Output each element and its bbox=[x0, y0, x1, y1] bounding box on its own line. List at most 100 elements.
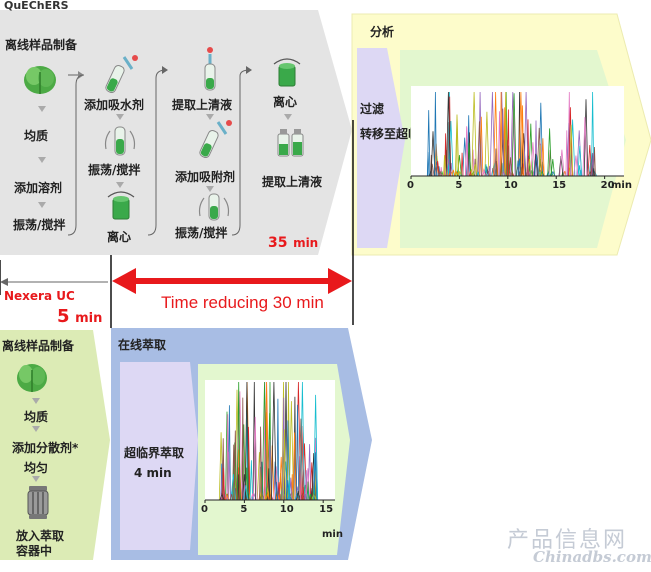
chromatogram-peak bbox=[484, 166, 489, 177]
nexera-span-arrowhead bbox=[0, 278, 8, 286]
chromatogram-peak bbox=[275, 491, 280, 501]
chromatogram-peak bbox=[224, 492, 229, 501]
chromatogram-peak bbox=[565, 130, 569, 177]
chromatogram-peak bbox=[494, 148, 498, 177]
extraction-vessel-icon bbox=[26, 486, 50, 524]
chromatogram-peak bbox=[298, 418, 304, 501]
nexera-title: Nexera UC bbox=[4, 289, 75, 303]
chromatogram-peak bbox=[518, 91, 524, 177]
chromatogram-peak bbox=[242, 474, 247, 501]
chromatogram-peak bbox=[277, 482, 281, 501]
time-reducing-arrowhead-right bbox=[328, 268, 352, 294]
chromatogram-peak bbox=[306, 481, 310, 501]
chart-x-tick-label: 10 bbox=[279, 504, 294, 515]
chromatogram-peak bbox=[244, 381, 249, 501]
chromatogram-peak bbox=[493, 91, 498, 177]
chromatogram-peak bbox=[591, 91, 595, 177]
chromatogram-peak bbox=[295, 404, 300, 501]
chromatogram-peak bbox=[265, 492, 270, 501]
watermark-cn: 产品信息网 bbox=[507, 528, 628, 553]
chromatogram-peak bbox=[226, 451, 231, 501]
centrifuge-icon bbox=[104, 191, 138, 225]
quechers-step-shake-1: 振荡/搅拌 bbox=[13, 218, 66, 232]
sfe-label: 超临界萃取 bbox=[124, 446, 185, 460]
step-arrow bbox=[38, 202, 46, 208]
nexera-step-mix: 均匀 bbox=[24, 461, 49, 475]
chart-x-tick-label: 15 bbox=[319, 504, 334, 515]
chromatogram-peak bbox=[259, 426, 263, 501]
quechers-step-add-solvent: 添加溶剂 bbox=[14, 181, 63, 195]
quechers-panel bbox=[0, 10, 352, 255]
chromatogram-peak bbox=[451, 169, 456, 177]
online-title: 在线萃取 bbox=[118, 338, 167, 352]
chromatogram-peak bbox=[588, 170, 592, 177]
chromatogram-peak bbox=[460, 152, 464, 177]
chromatogram-peak bbox=[488, 165, 491, 177]
chromatogram-peak bbox=[261, 381, 268, 501]
chromatogram-peak bbox=[541, 138, 545, 177]
chromatogram-peak bbox=[550, 158, 555, 177]
nexera-step-place-vessel-2: 容器中 bbox=[16, 544, 53, 558]
chromatogram-peak bbox=[503, 107, 506, 177]
step-arrow bbox=[206, 186, 214, 192]
quechers-time-value: 35 bbox=[268, 235, 288, 251]
chromatogram-peak bbox=[427, 110, 431, 177]
quechers-offline-title: 离线样品制备 bbox=[5, 38, 78, 52]
chromatogram-peak bbox=[226, 414, 230, 501]
chromatogram-peak bbox=[559, 149, 565, 177]
step-arrow bbox=[116, 114, 124, 120]
nexera-offline-title: 离线样品制备 bbox=[2, 339, 75, 353]
sfe-time: 4 min bbox=[134, 466, 172, 480]
quechers-time-unit: min bbox=[293, 236, 319, 250]
analysis-title: 分析 bbox=[370, 25, 395, 39]
chromatogram-peak bbox=[308, 494, 313, 501]
analysis-x-unit: min bbox=[611, 180, 632, 191]
chromatogram-peak bbox=[292, 432, 297, 501]
chromatogram-peak bbox=[547, 128, 552, 177]
tube-dropper-icon bbox=[196, 46, 226, 96]
chromatogram-peak bbox=[252, 381, 256, 501]
step-arrow bbox=[38, 157, 46, 163]
quechers-step-homogenize: 均质 bbox=[24, 129, 49, 143]
quechers-step-shake-3: 振荡/搅拌 bbox=[175, 226, 228, 240]
chromatogram-peak bbox=[533, 153, 538, 177]
chromatogram-peak bbox=[288, 475, 291, 501]
chromatogram-peak bbox=[243, 485, 249, 501]
chromatogram-peak bbox=[478, 91, 482, 177]
chromatogram-peak bbox=[230, 474, 236, 501]
step-arrow bbox=[116, 182, 124, 188]
chromatogram-peak bbox=[507, 109, 510, 177]
chromatogram-peak bbox=[303, 494, 307, 501]
chromatogram-peak bbox=[434, 91, 437, 177]
chromatogram-peak bbox=[448, 96, 451, 177]
chromatogram-peak bbox=[505, 140, 509, 177]
lettuce-icon bbox=[20, 60, 60, 100]
online-x-ticks bbox=[204, 500, 324, 503]
chart-x-tick-label: 20 bbox=[600, 180, 615, 191]
chromatogram-peak bbox=[538, 145, 542, 177]
chromatogram-peak bbox=[274, 481, 279, 501]
chromatogram-peak bbox=[457, 154, 462, 177]
chromatogram-peak bbox=[313, 394, 318, 501]
quechers-step-extract-supernatant-1: 提取上清液 bbox=[172, 98, 233, 112]
chromatogram-peak bbox=[518, 91, 521, 177]
chart-x-tick-label: 0 bbox=[201, 504, 208, 515]
time-reducing-arrowhead-left bbox=[112, 268, 136, 294]
chromatogram-peak bbox=[271, 381, 277, 501]
nexera-step-place-vessel-1: 放入萃取 bbox=[16, 529, 65, 543]
chromatogram-peak bbox=[267, 468, 271, 501]
chromatogram-peak bbox=[288, 401, 294, 501]
filter-panel bbox=[357, 48, 405, 248]
chromatogram-peak bbox=[520, 105, 525, 177]
chromatogram-peak bbox=[515, 166, 521, 177]
online-x-unit: min bbox=[322, 529, 343, 540]
chart-x-tick-label: 10 bbox=[503, 180, 518, 191]
chromatogram-peak bbox=[472, 164, 478, 177]
chromatogram-peak bbox=[567, 91, 571, 177]
chromatogram-peak bbox=[593, 146, 596, 177]
step-arrow bbox=[32, 398, 40, 404]
flow-arrowhead-4 bbox=[246, 66, 252, 74]
shake-tube-icon bbox=[194, 192, 234, 226]
